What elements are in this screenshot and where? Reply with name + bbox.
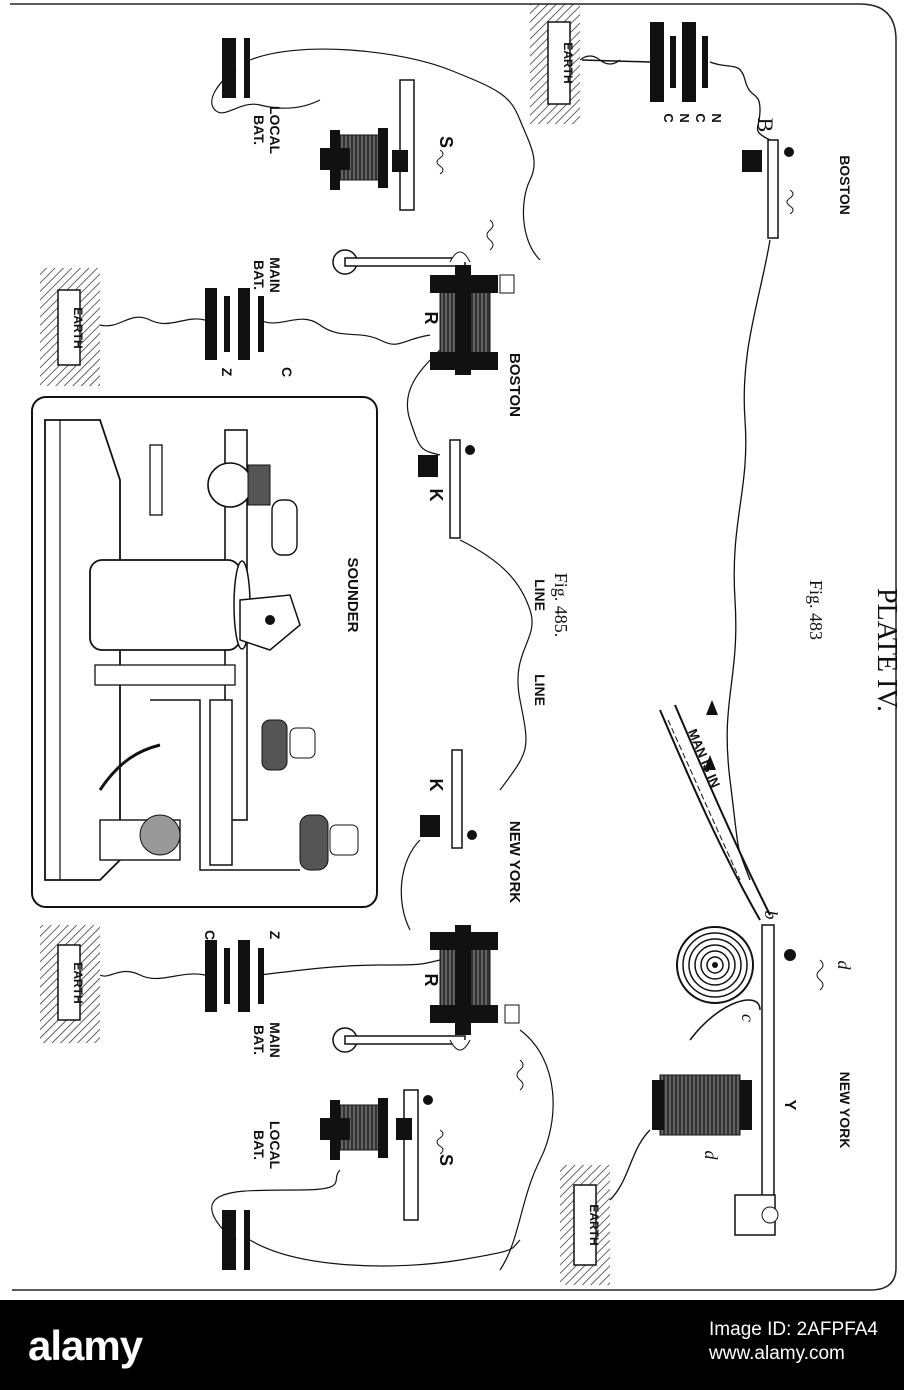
new-york-main-battery [205, 940, 264, 1012]
new-york-relay-r [430, 925, 520, 1035]
plate-border [10, 3, 897, 1291]
local-bat-label-2b: BAT. [251, 1130, 267, 1160]
local-bat-label-2a: LOCAL [267, 1121, 283, 1170]
new-york-local-battery [222, 1210, 250, 1270]
new-york-label-bottom: NEW YORK [506, 821, 523, 903]
site-url: www.alamy.com [709, 1343, 845, 1364]
battery-letter-1: C [661, 113, 676, 123]
d-small-label-2: d [701, 1151, 721, 1161]
sounder-label: SOUNDER [344, 557, 361, 632]
footer-info: Image ID: 2AFPFA4 www.alamy.com [709, 1318, 878, 1366]
r-label-ny: R [421, 974, 441, 987]
s-label-boston: S [436, 136, 456, 148]
z-label-ny: Z [267, 931, 283, 940]
watermark-footer: alamy Image ID: 2AFPFA4 www.alamy.com [0, 1300, 904, 1390]
line-label-2: LINE [532, 674, 548, 706]
battery-letter-3: C [693, 113, 708, 123]
d-small-label-1: d [834, 961, 854, 971]
c-label-boston: C [279, 367, 295, 377]
fig-483-label: Fig. 483 [806, 580, 826, 640]
image-id: Image ID: 2AFPFA4 [709, 1319, 878, 1340]
earth-label-ny-top: EARTH [587, 1204, 601, 1245]
sounder-illustration [31, 396, 378, 908]
earth-label-boston-top: EARTH [561, 42, 575, 83]
s-label-ny: S [436, 1154, 456, 1166]
battery-letter-4: N [709, 113, 724, 122]
c-small-label: c [738, 1014, 758, 1022]
earth-label-ny-bottom: EARTH [71, 962, 85, 1003]
c-label-ny: C [202, 930, 218, 940]
plate-sheet: PLATE IV. Fig. 483 Fig. 485. EARTH C N C… [0, 0, 904, 1300]
main-bat-label-ny-a: MAIN [267, 1022, 283, 1058]
boston-sounder-s [320, 79, 444, 211]
main-bat-label-boston-a: MAIN [267, 257, 283, 293]
z-label-boston: Z [219, 368, 235, 377]
b-small-label: b [761, 911, 781, 920]
boston-label-bottom: BOSTON [506, 353, 523, 417]
telegraph-plate-diagram: PLATE IV. Fig. 483 Fig. 485. EARTH C N C… [10, 3, 902, 1291]
boston-sending-key [742, 139, 794, 239]
b-label: B [753, 118, 778, 133]
k-label-boston: K [426, 489, 446, 502]
new-york-label-top: NEW YORK [837, 1072, 853, 1149]
k-label-ny: K [426, 779, 446, 792]
new-york-sounder-s [320, 1089, 444, 1221]
new-york-key-k [420, 749, 477, 849]
electromagnet-y [652, 1074, 752, 1136]
line-wire-bottom [459, 539, 533, 791]
y-label: Y [781, 1100, 798, 1111]
r-label-boston: R [421, 312, 441, 325]
local-bat-label-1b: BAT. [251, 115, 267, 145]
fig-485-diagram: LOCAL BAT. S R BOSTON [31, 38, 554, 1271]
line-wire-top [726, 239, 771, 881]
local-bat-label-1a: LOCAL [267, 106, 283, 155]
main-bat-label-boston-b: BAT. [251, 260, 267, 290]
fig-483-diagram: EARTH C N C N B BOSTON [530, 4, 854, 1285]
brand-logo: alamy [28, 1322, 143, 1369]
battery-letter-2: N [677, 113, 692, 122]
plate-title: PLATE IV. [871, 588, 902, 712]
boston-relay-r [430, 265, 515, 375]
fig-485-label: Fig. 485. [551, 573, 571, 638]
boston-local-battery [222, 38, 250, 98]
boston-label-top: BOSTON [837, 155, 853, 215]
new-york-register-lever [734, 924, 824, 1236]
paper-tape-roll [676, 926, 754, 1004]
line-label-1: LINE [532, 579, 548, 611]
battery-cells-boston [650, 22, 708, 102]
main-bat-label-ny-b: BAT. [251, 1025, 267, 1055]
boston-main-battery [205, 288, 264, 360]
earth-label-boston-bottom: EARTH [71, 307, 85, 348]
boston-key-k [418, 439, 475, 539]
